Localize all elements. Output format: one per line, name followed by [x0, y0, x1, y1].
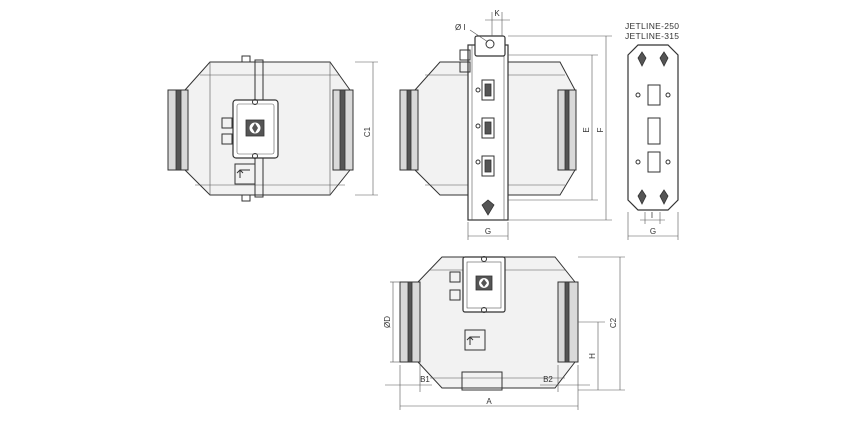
mounting-hole-icon	[637, 189, 647, 205]
airflow-arrow-icon	[464, 329, 486, 351]
cable-gland-icon	[449, 271, 461, 301]
dim-b1-label: B1	[420, 375, 430, 384]
screw-icon	[252, 153, 258, 159]
screw-icon	[481, 307, 487, 313]
cable-gland-icon	[221, 117, 233, 145]
bracket-detail: JETLINE-250 JETLINE-315 I G	[625, 21, 679, 240]
cable-gland-icon	[459, 61, 471, 73]
dim-e-label: E	[582, 127, 591, 132]
fan-symbol-icon	[245, 119, 265, 137]
screw-icon	[481, 256, 487, 262]
mounting-hole-icon	[659, 189, 669, 205]
mounting-hole-icon	[659, 51, 669, 67]
airflow-arrow-icon	[234, 163, 256, 185]
dim-g-label: G	[485, 227, 491, 236]
dim-a-label: A	[486, 397, 492, 406]
fan-symbol-icon	[475, 275, 493, 291]
dim-h-label: H	[588, 353, 597, 359]
model-label-315: JETLINE-315	[625, 31, 679, 41]
mounting-hole-icon	[481, 199, 495, 216]
cable-gland-icon	[459, 49, 471, 61]
dim-f-label: F	[596, 127, 605, 132]
dim-c1-label: C1	[363, 126, 372, 137]
dim-c2-label: C2	[609, 317, 618, 328]
dim-g2-label: G	[650, 227, 656, 236]
dim-b2-label: B2	[543, 375, 553, 384]
dim-phi-d-label: ØD	[383, 316, 392, 328]
mounting-hole-icon	[637, 51, 647, 67]
dim-k-label: K	[494, 9, 500, 18]
mounted-view: K Ø I E F G	[399, 9, 612, 240]
dim-i-label: I	[651, 211, 653, 220]
dim-phi-small-label: Ø I	[455, 23, 466, 32]
top-view: ØD C2 H B1 B2 A	[383, 256, 625, 410]
side-view: C1	[167, 55, 378, 202]
screw-icon	[252, 99, 258, 105]
model-label-250: JETLINE-250	[625, 21, 679, 31]
